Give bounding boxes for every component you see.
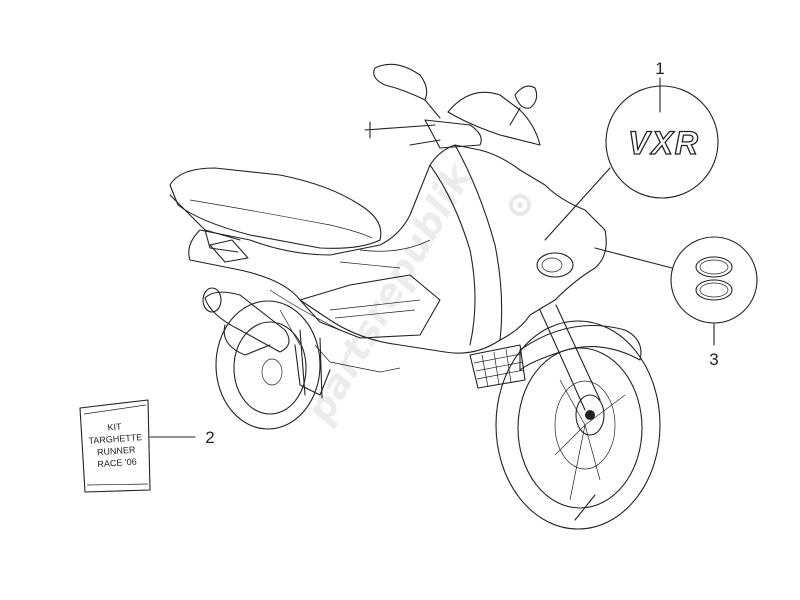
front-fork: [539, 304, 601, 411]
sticker-kit-packet: KIT TARGHETTE RUNNER RACE '06: [79, 399, 151, 493]
left-mirror: [373, 63, 441, 119]
front-fender: [519, 324, 642, 371]
callout-3-number: 3: [709, 350, 718, 369]
callout-3: 3: [594, 236, 758, 369]
vxr-decal-text: VXR: [628, 125, 700, 161]
lower-ring-icon: [695, 279, 733, 301]
radiator-grille: [469, 344, 526, 389]
handlebar-assembly: [364, 63, 541, 149]
rear-wheel: [215, 300, 321, 430]
upper-ring-icon: [695, 256, 733, 278]
gear-icon: [509, 194, 531, 216]
exhaust-pipe: [202, 287, 290, 356]
callout-2: KIT TARGHETTE RUNNER RACE '06 2: [79, 399, 215, 493]
sticker-kit-line-2: TARGHETTE: [88, 432, 142, 446]
sticker-kit-line-3: RUNNER: [97, 445, 137, 458]
seat: [169, 167, 382, 249]
vxr-decal-circle: [605, 85, 719, 199]
floorboard: [299, 274, 441, 339]
sticker-kit-line-1: KIT: [107, 421, 122, 432]
body-shell: [188, 144, 607, 354]
tail-section: [169, 194, 241, 253]
sticker-kit-line-4: RACE '06: [97, 457, 137, 470]
headlight: [536, 252, 574, 278]
windscreen: [447, 91, 541, 146]
watermark-logo: partsrepublik: [297, 155, 531, 431]
right-mirror: [509, 85, 538, 126]
callout-2-number: 2: [205, 428, 214, 447]
callout-1: 1 VXR: [544, 59, 719, 241]
callout-1-number: 1: [655, 59, 664, 78]
center-stand: [299, 329, 323, 399]
front-wheel: [495, 320, 661, 530]
scooter-illustration: [169, 63, 661, 530]
leg-shield: [429, 144, 503, 346]
